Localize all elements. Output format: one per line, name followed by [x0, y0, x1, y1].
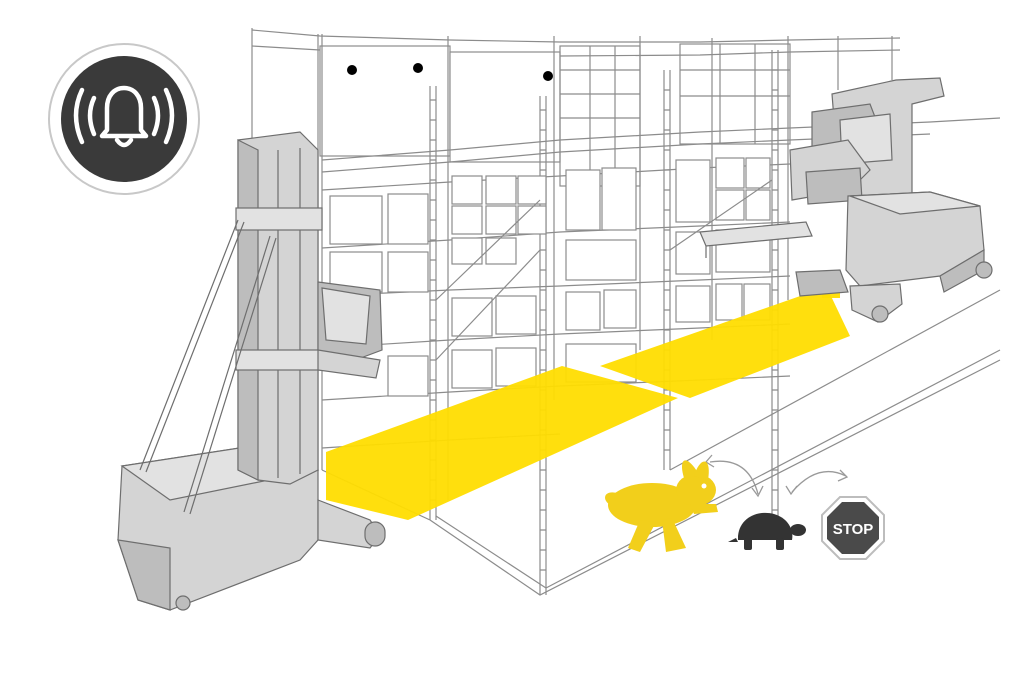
order-picker-truck-left — [117, 131, 386, 611]
shelving-rack — [251, 28, 1001, 596]
turtle-icon — [728, 512, 806, 550]
stop-sign-label: STOP — [833, 521, 874, 538]
rabbit-icon — [605, 460, 718, 552]
safety-zone-left — [326, 366, 678, 520]
safety-zone-right — [600, 294, 850, 398]
stop-sign-icon: STOP — [821, 496, 885, 560]
order-picker-truck-right — [699, 77, 993, 323]
bell-alarm-icon — [48, 43, 200, 195]
transition-arrows — [705, 454, 849, 498]
